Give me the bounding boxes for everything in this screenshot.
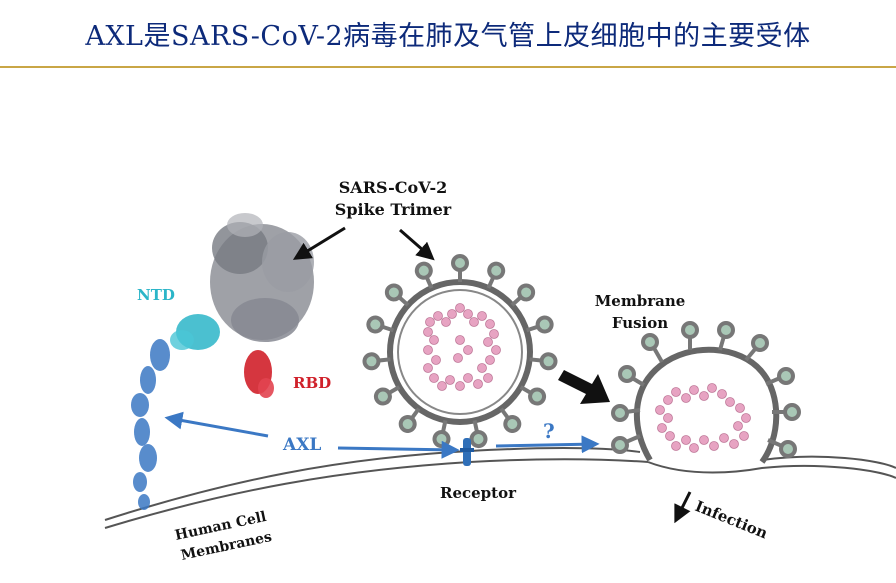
slide-title: AXL是SARS-CoV-2病毒在肺及气管上皮细胞中的主要受体 [85, 20, 811, 52]
spike-pointer-arrows [292, 226, 692, 524]
spike-trimer-structure [210, 213, 314, 342]
axl-arrows [164, 411, 600, 459]
spike-trimer-label-line1: SARS-CoV-2 [339, 178, 447, 197]
receptor-label: Receptor [440, 484, 517, 502]
rbd-label: RBD [293, 374, 331, 392]
axl-protein-chain [131, 339, 170, 510]
fusion-arrow-icon [558, 370, 610, 404]
membrane-fusion-label-line1: Membrane [595, 292, 686, 310]
membrane-fusion-label-line2: Fusion [612, 314, 668, 332]
infection-label: Infection [693, 497, 771, 542]
axl-label: AXL [282, 435, 321, 455]
virus-particle [362, 254, 558, 449]
fusing-virus-particle [611, 321, 801, 464]
receptor-marker [460, 438, 474, 466]
ntd-label: NTD [137, 286, 175, 304]
spike-trimer-label-line2: Spike Trimer [335, 200, 452, 219]
title-underline [0, 66, 896, 68]
ntd-domain [170, 314, 220, 350]
rbd-domain [244, 350, 274, 398]
question-mark-label: ? [543, 419, 555, 443]
